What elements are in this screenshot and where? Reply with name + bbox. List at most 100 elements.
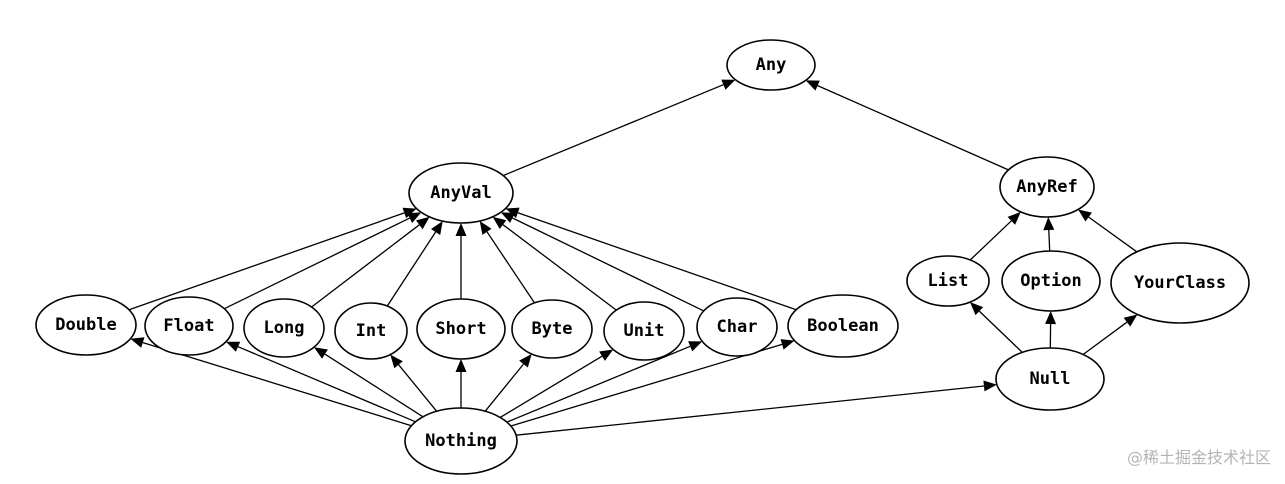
arrowhead (500, 212, 515, 223)
arrowhead (479, 221, 492, 235)
node-ellipse (696, 297, 778, 357)
edges-layer (128, 79, 1138, 436)
edge-line (398, 364, 438, 412)
node-ellipse (1110, 242, 1250, 324)
edge-nothing-to-short (455, 359, 467, 408)
node-label: Option (1020, 271, 1081, 291)
edge-line (128, 212, 405, 311)
edge-null-to-yourclass (1082, 314, 1138, 356)
edge-line (510, 343, 783, 427)
edge-line (1088, 216, 1138, 253)
edge-option-to-anyref (1043, 217, 1055, 252)
arrowhead (805, 80, 820, 91)
node-label: Unit (624, 321, 665, 341)
edge-long-to-anyval (311, 216, 430, 308)
node-label: Byte (532, 319, 573, 339)
node-label: List (928, 271, 969, 291)
node-unit: Unit (603, 301, 685, 361)
node-ellipse (408, 162, 514, 224)
node-ellipse (416, 298, 506, 360)
node-any: Any (726, 39, 816, 91)
edge-null-to-option (1045, 311, 1057, 349)
edge-line (1082, 321, 1128, 356)
node-option: Option (1001, 250, 1101, 312)
arrowhead (721, 79, 736, 90)
node-nothing: Nothing (404, 407, 518, 475)
edge-nothing-to-null (516, 380, 997, 436)
arrowhead (1043, 217, 1055, 231)
node-null: Null (995, 347, 1105, 411)
edge-line (969, 220, 1012, 261)
edge-anyval-to-any (503, 79, 736, 177)
node-label: Short (435, 319, 486, 339)
edge-null-to-list (970, 302, 1023, 353)
edge-nothing-to-boolean (510, 339, 795, 427)
watermark: @稀土掘金技术社区 (1126, 448, 1271, 467)
edge-line (386, 231, 437, 307)
edge-line (503, 84, 724, 177)
node-anyref: AnyRef (999, 156, 1095, 218)
node-label: Nothing (425, 431, 497, 451)
edge-line (484, 363, 525, 412)
node-label: AnyRef (1016, 177, 1077, 197)
node-yourclass: YourClass (1110, 242, 1250, 324)
edge-yourclass-to-anyref (1078, 209, 1138, 253)
arrowhead (314, 347, 328, 359)
node-short: Short (416, 298, 506, 360)
edge-unit-to-anyval (492, 216, 617, 311)
node-ellipse (334, 302, 408, 360)
node-boolean: Boolean (787, 294, 899, 358)
node-char: Char (696, 297, 778, 357)
arrowhead (402, 207, 417, 219)
node-label: AnyVal (430, 183, 491, 203)
arrowhead (416, 216, 430, 230)
edge-line (486, 231, 536, 304)
arrowhead (492, 216, 507, 229)
edge-boolean-to-anyval (505, 207, 797, 311)
edge-line (142, 341, 412, 427)
arrowhead (519, 354, 532, 368)
node-ellipse (603, 301, 685, 361)
edge-list-to-anyref (969, 211, 1021, 261)
node-list: List (906, 255, 990, 307)
node-int: Int (334, 302, 408, 360)
edge-anyref-to-any (805, 80, 1009, 171)
node-ellipse (144, 296, 234, 356)
edge-line (311, 224, 420, 308)
edge-double-to-anyval (128, 207, 417, 311)
node-label: Double (55, 315, 116, 335)
edge-nothing-to-byte (484, 354, 532, 412)
node-ellipse (726, 39, 816, 91)
edge-line (224, 217, 410, 310)
node-label: Char (717, 317, 758, 337)
edge-char-to-anyval (500, 212, 705, 312)
node-double: Double (35, 294, 137, 356)
arrowhead (970, 302, 984, 316)
edge-line (517, 212, 797, 311)
node-label: Any (756, 55, 787, 75)
node-ellipse (995, 347, 1105, 411)
edge-short-to-anyval (455, 223, 467, 299)
node-ellipse (1001, 250, 1101, 312)
arrowhead (599, 349, 614, 361)
edge-line (1048, 229, 1051, 252)
arrowhead (688, 341, 703, 352)
arrowhead (1045, 311, 1057, 325)
arrowhead (983, 380, 997, 392)
edge-line (506, 345, 691, 423)
edge-nothing-to-unit (499, 349, 614, 418)
arrowhead (226, 341, 241, 352)
node-ellipse (35, 294, 137, 356)
edge-line (817, 85, 1009, 171)
edge-line (499, 355, 603, 418)
edge-int-to-anyval (386, 221, 443, 307)
edge-line (512, 217, 705, 312)
arrowhead (780, 339, 795, 350)
edge-line (502, 224, 617, 311)
edge-line (516, 385, 985, 436)
node-long: Long (243, 298, 325, 358)
node-anyval: AnyVal (408, 162, 514, 224)
arrowhead (130, 337, 145, 348)
